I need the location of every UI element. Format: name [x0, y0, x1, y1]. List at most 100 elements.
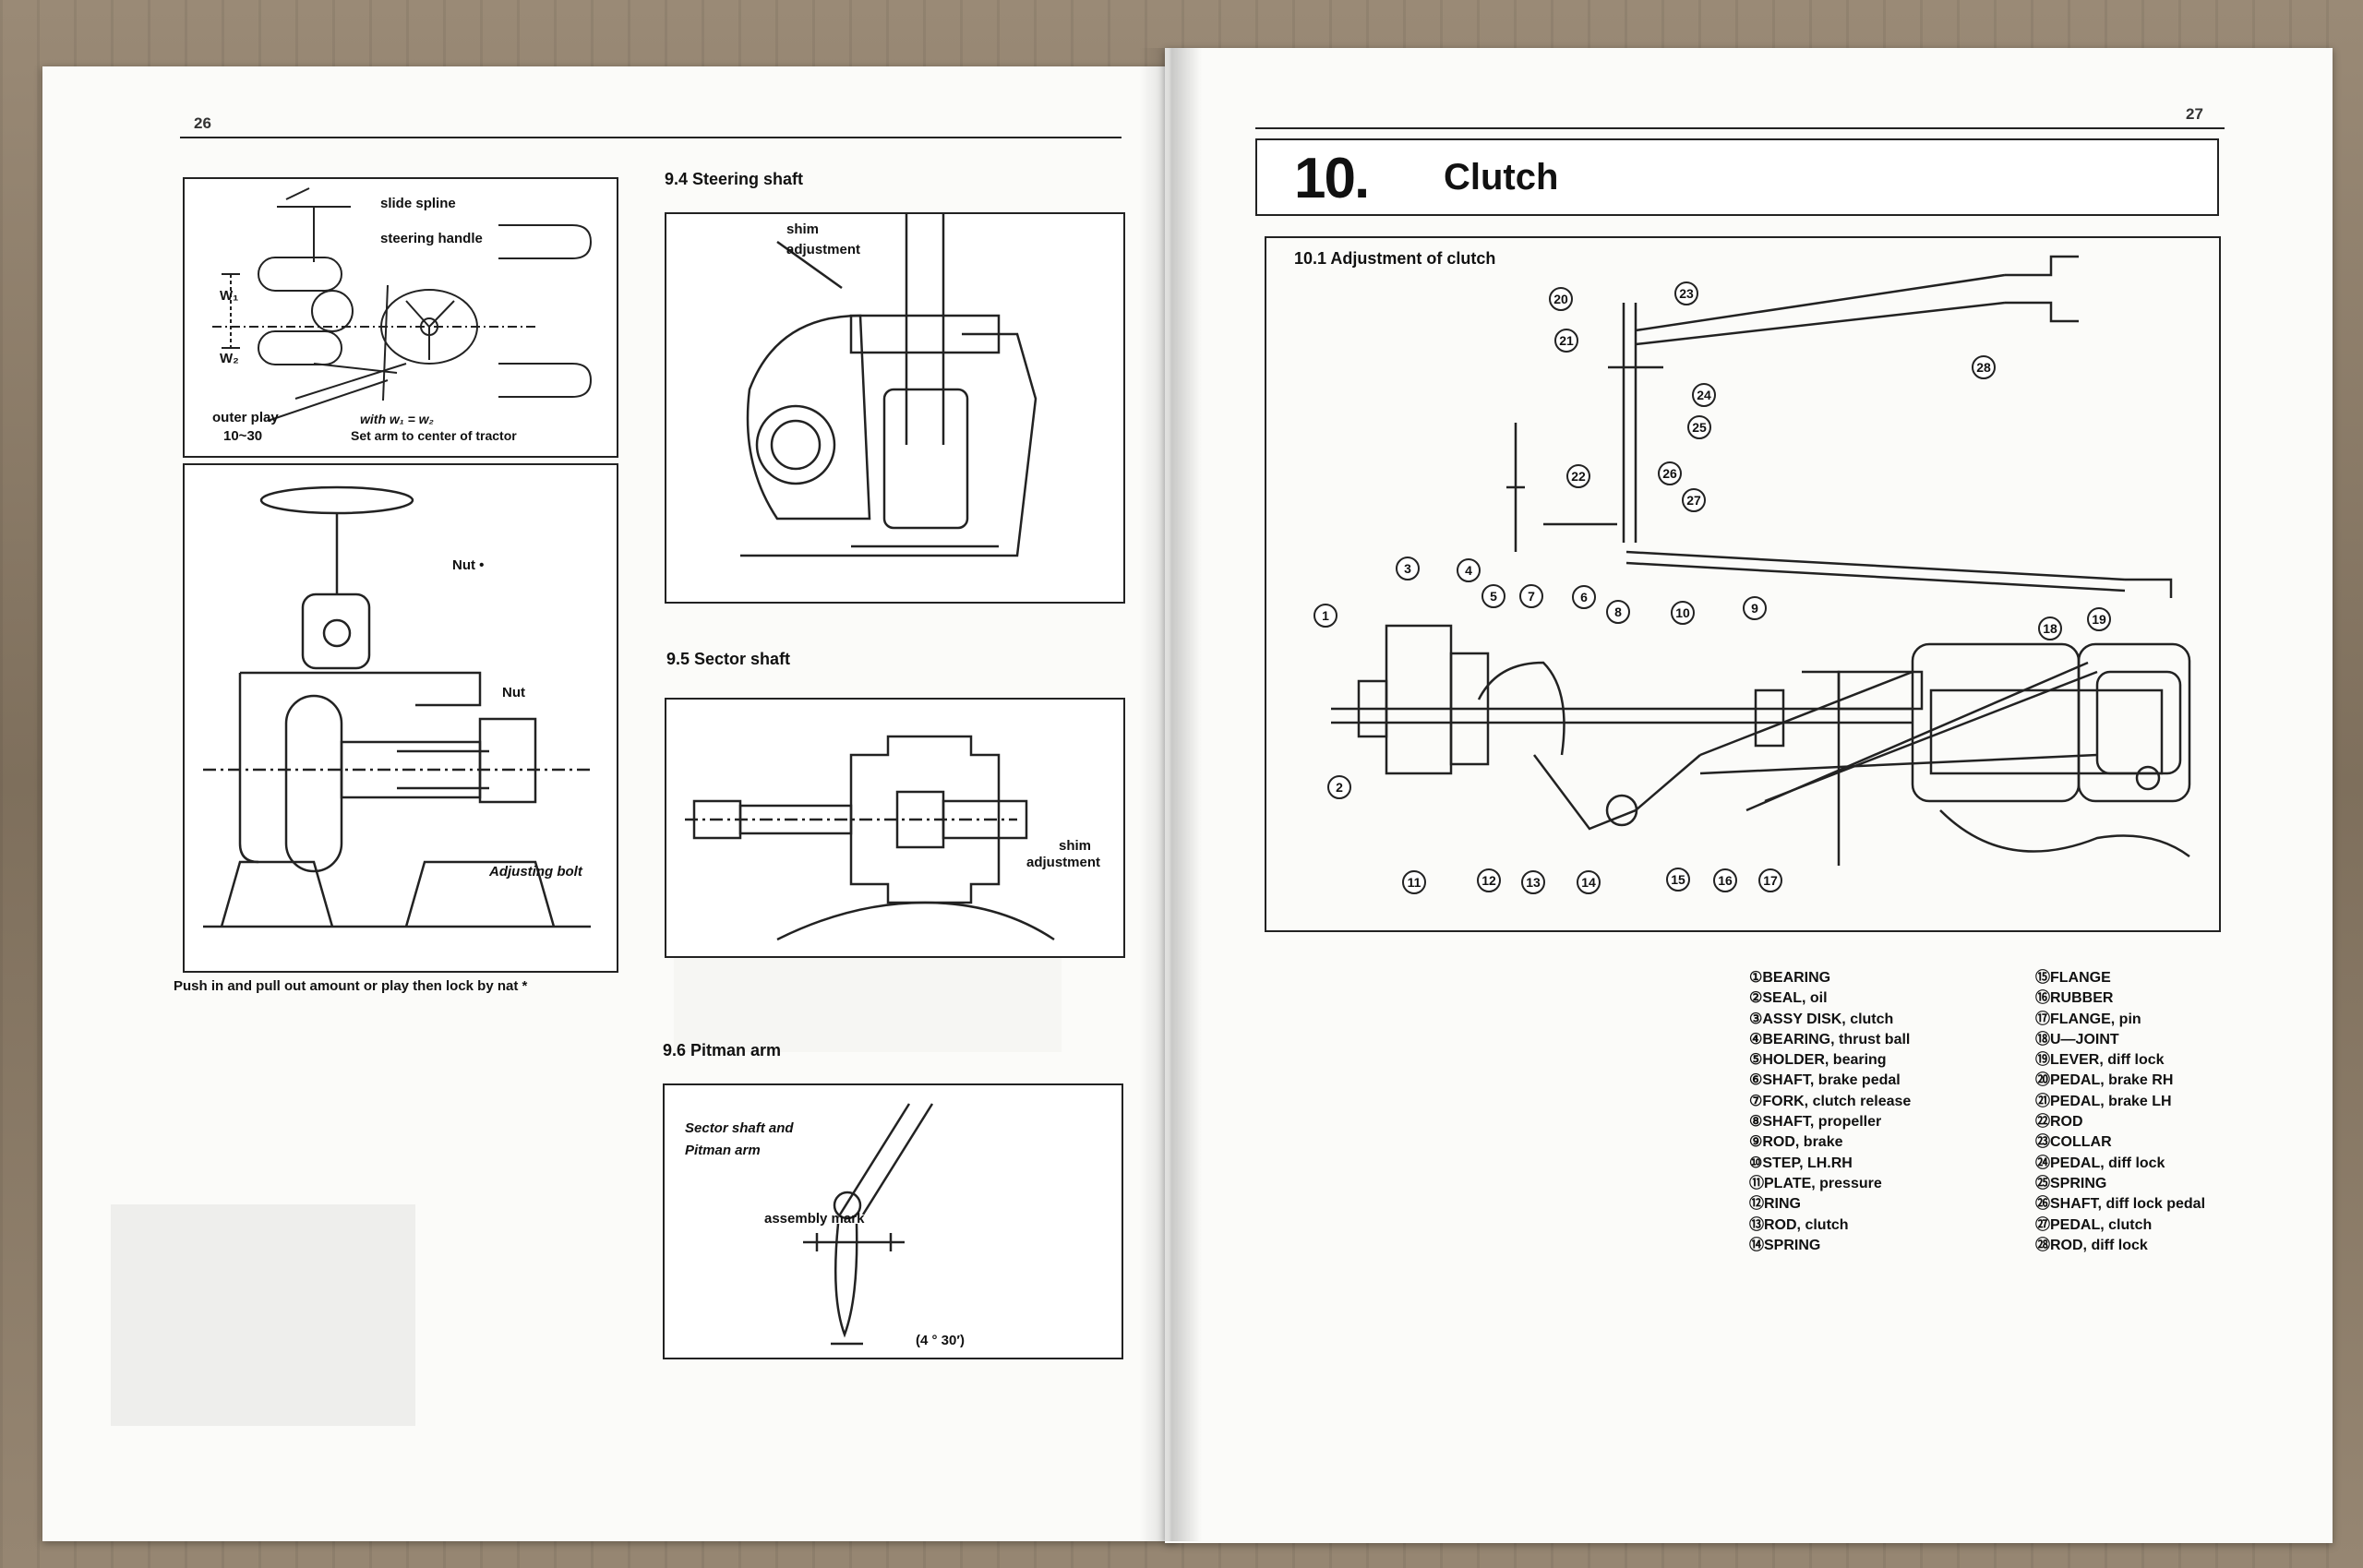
- legend-item: ⑩STEP, LH.RH: [1749, 1155, 1853, 1171]
- figure-steering-shaft: shim adjustment: [665, 212, 1125, 604]
- callout-1: 1: [1313, 604, 1337, 628]
- legend-item: ②SEAL, oil: [1749, 990, 1828, 1007]
- callout-14: 14: [1577, 870, 1601, 894]
- callout-7: 7: [1519, 584, 1543, 608]
- chapter-number: 10.: [1294, 147, 1370, 210]
- legend-item: ⑲LEVER, diff lock: [2035, 1052, 2165, 1069]
- legend-item: ㉗PEDAL, clutch: [2035, 1216, 2153, 1233]
- label-slide-spline: slide spline: [380, 196, 456, 211]
- legend-item: ③ASSY DISK, clutch: [1749, 1011, 1894, 1027]
- callout-26: 26: [1658, 461, 1682, 485]
- right-page: [1165, 48, 2333, 1543]
- label-pitman-arm: Pitman arm: [685, 1143, 761, 1158]
- legend-item: ⑪PLATE, pressure: [1749, 1175, 1882, 1191]
- label-shim-9-4: shim: [786, 221, 820, 237]
- label-set-arm: Set arm to center of tractor: [351, 428, 517, 443]
- label-angle: (4 ° 30′): [916, 1333, 965, 1348]
- callout-20: 20: [1549, 287, 1573, 311]
- figure-sector-shaft: shim adjustment: [665, 698, 1125, 958]
- chapter-name: Clutch: [1444, 157, 1559, 197]
- callout-6: 6: [1572, 585, 1596, 609]
- label-adjustment-9-5: adjustment: [1026, 855, 1101, 870]
- callout-4: 4: [1457, 558, 1481, 582]
- legend-item: ⑭SPRING: [1749, 1237, 1821, 1253]
- legend-item: ⑤HOLDER, bearing: [1749, 1052, 1887, 1069]
- callout-27: 27: [1682, 488, 1706, 512]
- label-w1: W₁: [220, 288, 239, 304]
- legend-item: ㉒ROD: [2035, 1114, 2083, 1131]
- legend-item: ㉘ROD, diff lock: [2035, 1237, 2148, 1253]
- callout-15: 15: [1666, 868, 1690, 892]
- label-sector-shaft-and: Sector shaft and: [685, 1120, 794, 1136]
- callout-23: 23: [1674, 281, 1698, 305]
- bleed-through-image: [111, 1204, 415, 1426]
- label-shim-9-5: shim: [1059, 838, 1092, 854]
- section-title-9-5: 9.5 Sector shaft: [666, 650, 791, 668]
- legend-item: ⑫RING: [1749, 1196, 1802, 1213]
- legend-item: ⑬ROD, clutch: [1749, 1216, 1849, 1233]
- page-number-right: 27: [2186, 105, 2203, 123]
- callout-22: 22: [1566, 464, 1590, 488]
- legend-item: ⑨ROD, brake: [1749, 1134, 1843, 1151]
- callout-18: 18: [2038, 616, 2062, 640]
- legend-item: ㉕SPRING: [2035, 1175, 2107, 1191]
- section-title-10-1: 10.1 Adjustment of clutch: [1294, 249, 1496, 268]
- callout-2: 2: [1327, 775, 1351, 799]
- label-steering-handle: steering handle: [380, 231, 483, 246]
- legend-item: ㉖SHAFT, diff lock pedal: [2035, 1196, 2206, 1213]
- legend-item: ㉑PEDAL, brake LH: [2035, 1093, 2172, 1109]
- label-outer-play-value: 10~30: [223, 428, 263, 444]
- section-title-9-6: 9.6 Pitman arm: [663, 1041, 782, 1059]
- callout-28: 28: [1972, 355, 1996, 379]
- label-adjusting-bolt: Adjusting bolt: [489, 864, 582, 880]
- header-rule-left: [180, 137, 1122, 138]
- label-with-w1-eq-w2: with w₁ = w₂: [360, 412, 434, 426]
- callout-9: 9: [1743, 596, 1767, 620]
- legend-item: ⑯RUBBER: [2035, 990, 2114, 1007]
- figure-pitman-arm: Sector shaft and Pitman arm assembly mar…: [663, 1083, 1123, 1359]
- callout-12: 12: [1477, 868, 1501, 892]
- callout-17: 17: [1758, 868, 1782, 892]
- adjusting-bolt-drawing: [203, 485, 591, 928]
- callout-16: 16: [1713, 868, 1737, 892]
- toe-in-drawing: [212, 187, 593, 422]
- legend-left-column: ①BEARING ②SEAL, oil ③ASSY DISK, clutch ④…: [1749, 968, 1911, 1256]
- pitman-arm-drawing: [803, 1103, 934, 1346]
- label-nut-top: Nut •: [452, 557, 485, 573]
- callout-5: 5: [1481, 584, 1505, 608]
- legend-item: ㉔PEDAL, diff lock: [2035, 1155, 2165, 1171]
- legend-item: ⑱U—JOINT: [2035, 1031, 2119, 1047]
- label-adjustment-9-4: adjustment: [786, 242, 861, 257]
- legend-item: ⑦FORK, clutch release: [1749, 1093, 1912, 1109]
- figure-clutch-linkage: [1265, 236, 2221, 932]
- legend-item: ⑰FLANGE, pin: [2035, 1011, 2141, 1027]
- sector-shaft-drawing: [685, 735, 1055, 941]
- legend-right-column: ⑮FLANGE ⑯RUBBER ⑰FLANGE, pin ⑱U—JOINT ⑲L…: [2035, 968, 2205, 1256]
- callout-19: 19: [2087, 607, 2111, 631]
- section-title-9-4: 9.4 Steering shaft: [665, 170, 804, 188]
- chapter-heading: 10. Clutch: [1255, 138, 2219, 216]
- callout-21: 21: [1554, 329, 1578, 353]
- callout-24: 24: [1692, 383, 1716, 407]
- label-w2: W₂: [220, 351, 239, 366]
- label-assembly-mark: assembly mark: [764, 1211, 865, 1227]
- figure-adjusting-bolt: Nut • Nut Adjusting bolt: [183, 463, 618, 973]
- legend-item: ㉓COLLAR: [2035, 1134, 2112, 1151]
- callout-11: 11: [1402, 870, 1426, 894]
- legend-item: ①BEARING: [1749, 970, 1831, 986]
- steering-shaft-drawing: [740, 214, 1038, 557]
- header-rule-right: [1255, 127, 2225, 129]
- clutch-linkage-drawing: [1331, 255, 2191, 866]
- callout-8: 8: [1606, 600, 1630, 624]
- legend-item: ⑮FLANGE: [2035, 970, 2111, 986]
- page-number-left: 26: [194, 114, 211, 132]
- callout-13: 13: [1521, 870, 1545, 894]
- legend-item: ⑧SHAFT, propeller: [1749, 1114, 1882, 1131]
- legend-item: ⑳PEDAL, brake RH: [2035, 1072, 2174, 1089]
- label-outer-play: outer play: [212, 410, 279, 425]
- callout-25: 25: [1687, 415, 1711, 439]
- label-nut: Nut: [502, 685, 525, 700]
- figure-toe-in: slide spline steering handle W₁ W₂ outer…: [183, 177, 618, 458]
- figure-caption: Push in and pull out amount or play then…: [174, 978, 528, 994]
- book-gutter: [1139, 48, 1202, 1541]
